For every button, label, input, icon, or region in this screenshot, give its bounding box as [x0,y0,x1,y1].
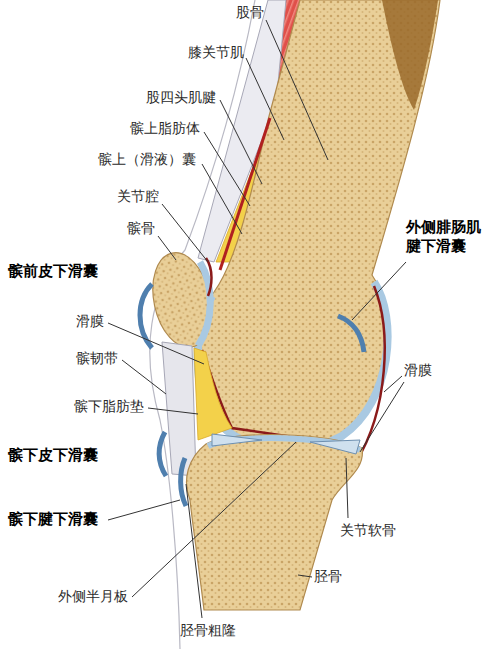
leader-line [246,58,284,140]
patella [145,247,220,353]
part-label: 滑膜 [404,362,432,379]
bursa [140,284,152,348]
part-label: 髌下脂肪垫 [74,398,144,415]
ligament [162,342,196,476]
leader-line [108,323,204,364]
part-label: 髌骨 [127,220,155,237]
part-label: 关节腔 [117,188,159,205]
part-label: 膝关节肌 [188,44,244,61]
leader-line [122,360,166,394]
part-label: 股四头肌腱 [146,89,216,106]
leader-line [266,20,328,160]
leader-line [220,100,262,184]
leader-line [352,262,406,320]
leader-line [204,132,250,206]
bursa-label: 外侧腓肠肌 腱下滑囊 [406,218,489,256]
bursa-label: 髌下皮下滑囊 [8,446,98,465]
part-label: 胫骨粗隆 [180,622,236,639]
leader-line [132,442,296,597]
leader-line [162,204,208,262]
leader-line [148,408,198,414]
part-label: 髌上（滑液）囊 [98,151,196,168]
meniscus [310,440,360,454]
leader-line [158,236,176,260]
leader-lines [108,20,406,618]
marrow [382,0,438,110]
part-label: 髌上脂肪体 [130,120,200,137]
part-label: 髌韧带 [76,350,118,367]
bursa [181,458,186,506]
leader-line [360,382,404,452]
bursa [338,316,364,352]
part-label: 胫骨 [314,568,342,585]
leader-line [186,484,202,618]
part-label: 股骨 [236,4,264,21]
bursa-label: 髌前皮下滑囊 [8,262,98,281]
part-label: 关节软骨 [340,522,396,539]
part-label: 滑膜 [76,313,104,330]
bursa [220,118,270,270]
leader-line [202,164,242,234]
bursa-label: 髌下腱下滑囊 [8,510,98,529]
synovium [206,258,212,296]
bursa [159,432,166,476]
leader-line [108,500,180,520]
meniscus [212,434,262,446]
part-label: 外侧半月板 [58,588,128,605]
leader-line [298,575,312,577]
cartilage [198,262,210,346]
tibia [187,435,363,610]
leader-line [346,458,348,518]
